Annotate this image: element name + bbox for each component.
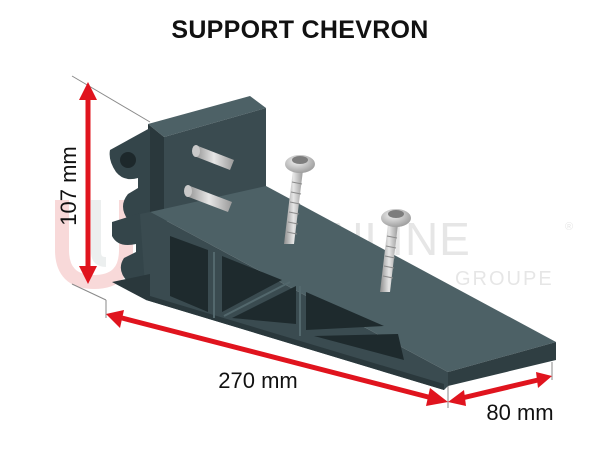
dimension-length-label: 270 mm [218, 368, 297, 393]
support-chevron-part [109, 96, 556, 390]
pin-upper [192, 145, 234, 170]
page-title: SUPPORT CHEVRON [171, 16, 429, 44]
bolt-right [380, 209, 411, 292]
watermark-sub: GROUPE [455, 268, 554, 290]
pin-lower [184, 185, 232, 212]
dimension-height-label: 107 mm [56, 146, 81, 225]
dimension-height-arrow [79, 82, 97, 284]
extension-lines [71, 75, 553, 408]
bolt-left [284, 155, 315, 244]
dimension-width-arrow [448, 372, 552, 406]
dimension-length-arrow [106, 310, 448, 406]
dimension-width-label: 80 mm [486, 400, 553, 425]
watermark-registered: ® [565, 221, 573, 233]
